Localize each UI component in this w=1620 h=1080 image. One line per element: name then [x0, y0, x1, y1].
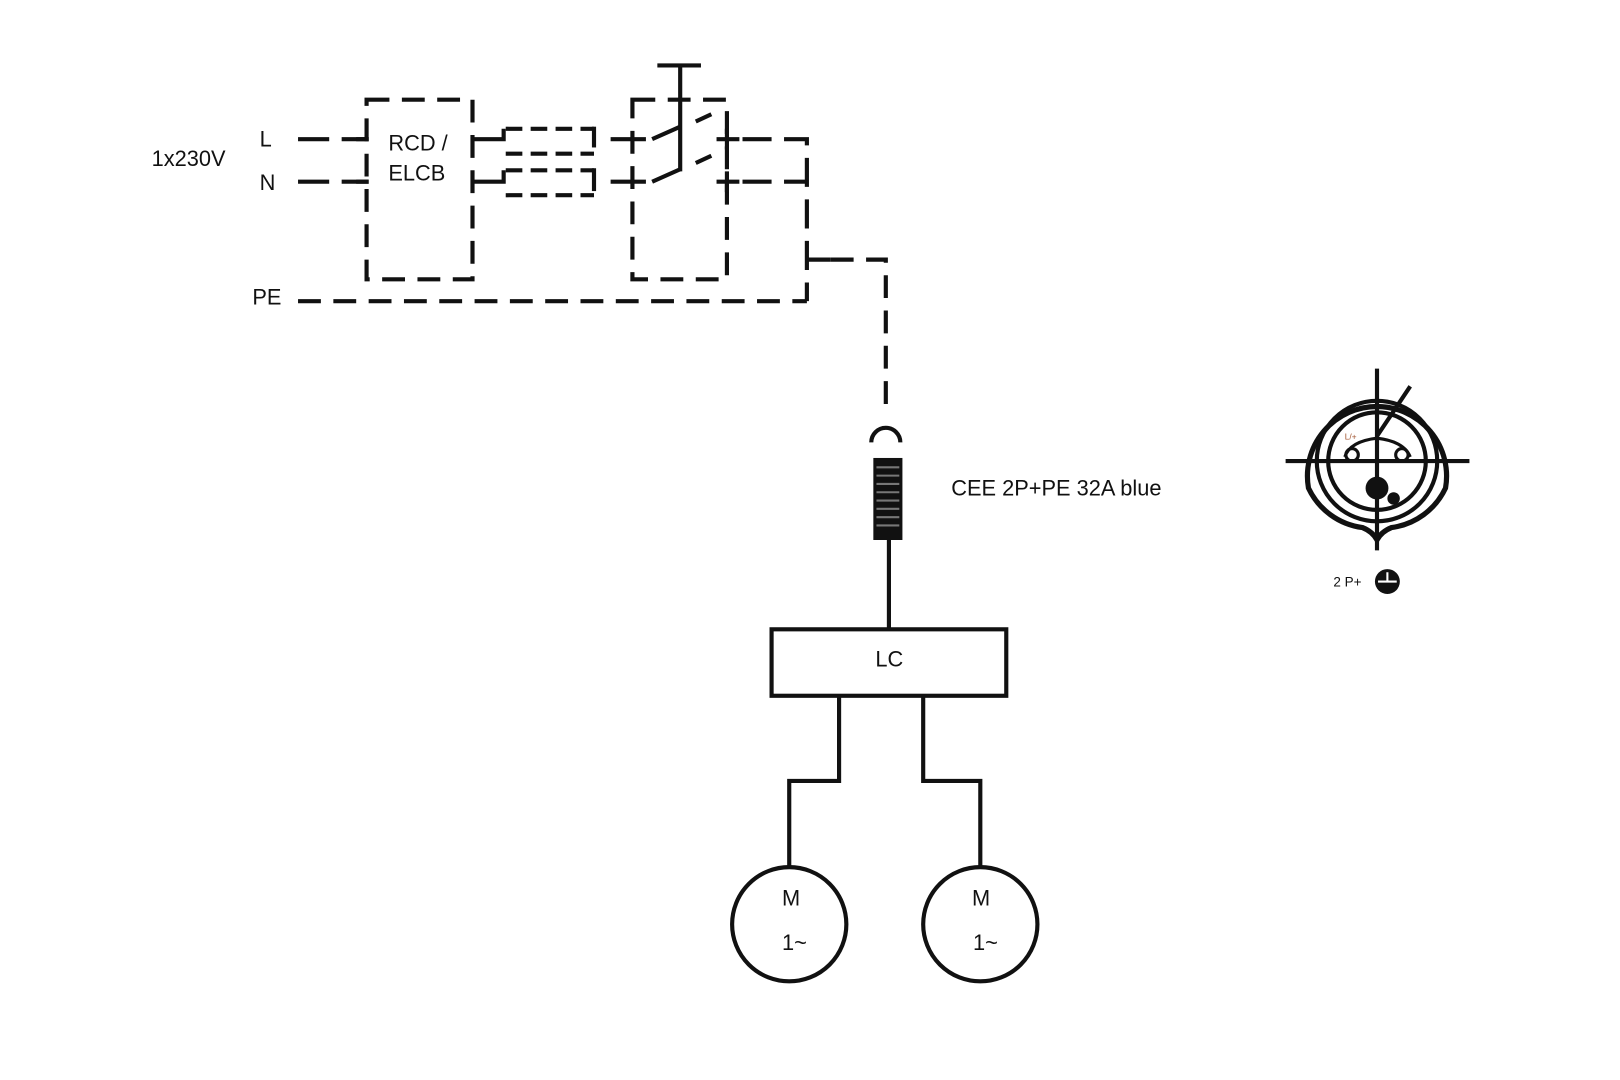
switch: [630, 63, 888, 416]
controller-label: LC: [875, 647, 903, 672]
earth-label: PE: [252, 284, 281, 309]
rcd-label-2: ELCB: [388, 161, 445, 186]
motor-2-phase: 1~: [973, 930, 998, 955]
rcd-label-1: RCD /: [388, 131, 448, 156]
rcd-output: [472, 126, 646, 198]
supply-voltage-label: 1x230V: [152, 146, 226, 171]
motor-2-symbol: M: [972, 886, 990, 911]
motor-1-symbol: M: [782, 886, 800, 911]
motor-1-phase: 1~: [782, 930, 807, 955]
socket-caption: 2 P+: [1333, 575, 1361, 590]
line-label: L: [260, 126, 272, 151]
earth-icon: [1374, 569, 1400, 594]
socket-pin-label: L/+: [1345, 431, 1357, 441]
connector-label: CEE 2P+PE 32A blue: [951, 475, 1161, 500]
rcd-box: RCD / ELCB: [356, 97, 475, 282]
controller-lc: LC: [769, 627, 1009, 868]
cee-connector: CEE 2P+PE 32A blue: [869, 425, 1161, 630]
motor-1: M 1~: [730, 865, 849, 984]
socket-pinout-icon: L/+ 2 P+: [1285, 368, 1470, 594]
supply-wires: [298, 137, 807, 304]
motor-2: M 1~: [921, 865, 1040, 984]
neutral-label: N: [260, 170, 276, 195]
